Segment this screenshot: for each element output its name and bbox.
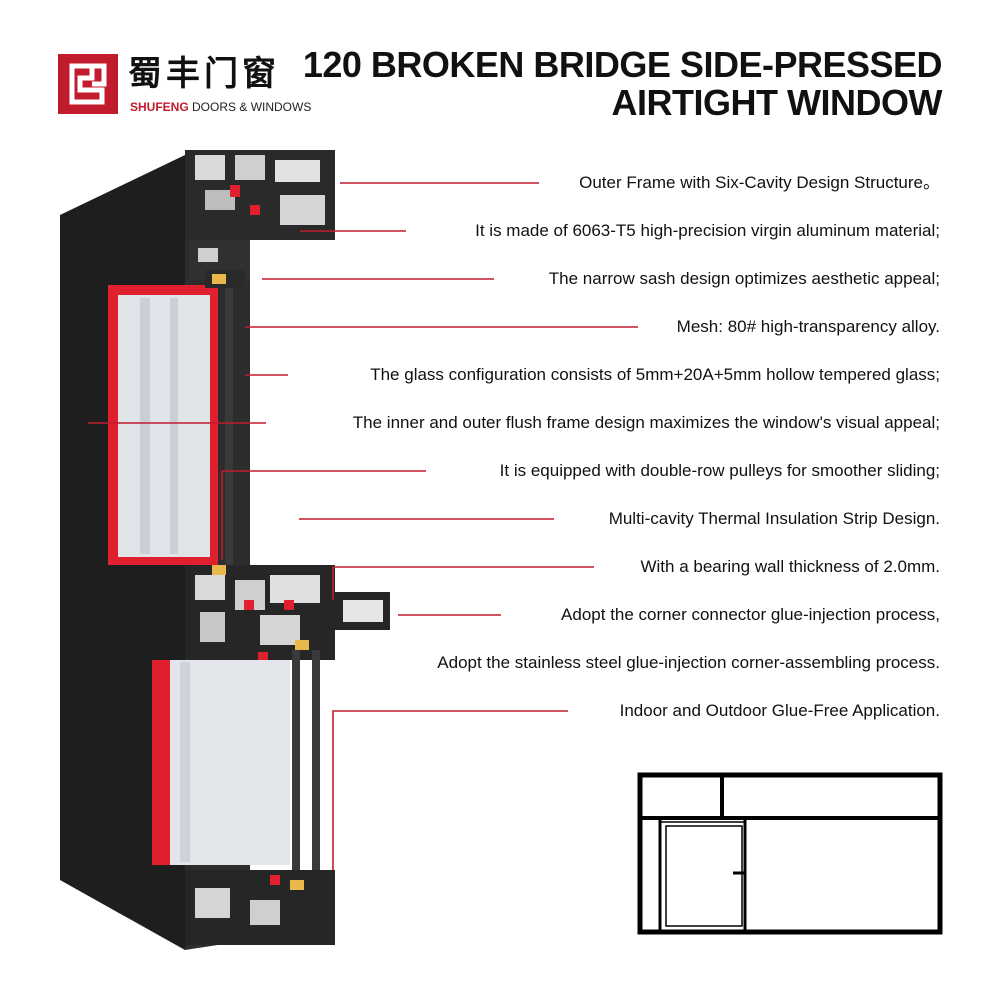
brand-name-en: SHUFENG DOORS & WINDOWS [130, 100, 311, 114]
feature-callout-5: The glass configuration consists of 5mm+… [370, 365, 940, 384]
leader-line-12 [332, 710, 568, 870]
lower-glass-divider [292, 650, 300, 875]
window-elevation-schematic-icon [637, 772, 943, 935]
title-line-1: 120 BROKEN BRIDGE SIDE-PRESSED [302, 44, 943, 85]
upper-glass [118, 295, 210, 557]
brand-name-cn: 蜀丰门窗 [128, 54, 280, 94]
feature-callout-10: Adopt the corner connector glue-injectio… [561, 605, 940, 624]
feature-callout-8: Multi-cavity Thermal Insulation Strip De… [608, 509, 940, 528]
leader-line-8 [299, 518, 554, 520]
feature-callout-6: The inner and outer flush frame design m… [352, 413, 940, 432]
title-line-2: AIRTIGHT WINDOW [611, 82, 943, 123]
feature-callout-1: Outer Frame with Six-Cavity Design Struc… [579, 173, 940, 192]
shufeng-logo-icon [58, 54, 118, 114]
feature-callout-4: Mesh: 80# high-transparency alloy. [676, 317, 940, 336]
feature-callout-2: It is made of 6063-T5 high-precision vir… [475, 221, 940, 240]
lower-sash-gasket [152, 660, 170, 865]
leader-line-9 [332, 566, 594, 600]
brand-name-en-rest: DOORS & WINDOWS [192, 100, 312, 114]
feature-callout-12: Indoor and Outdoor Glue-Free Application… [619, 701, 940, 720]
feature-callout-3: The narrow sash design optimizes aesthet… [548, 269, 940, 288]
brand-name-en-bold: SHUFENG [130, 100, 189, 114]
page-title: 120 BROKEN BRIDGE SIDE-PRESSED AIRTIGHT … [302, 44, 943, 123]
feature-callout-9: With a bearing wall thickness of 2.0mm. [640, 557, 940, 576]
leader-line-7 [221, 470, 426, 560]
feature-callout-7: It is equipped with double-row pulleys f… [499, 461, 940, 480]
feature-callout-11: Adopt the stainless steel glue-injection… [437, 653, 940, 672]
